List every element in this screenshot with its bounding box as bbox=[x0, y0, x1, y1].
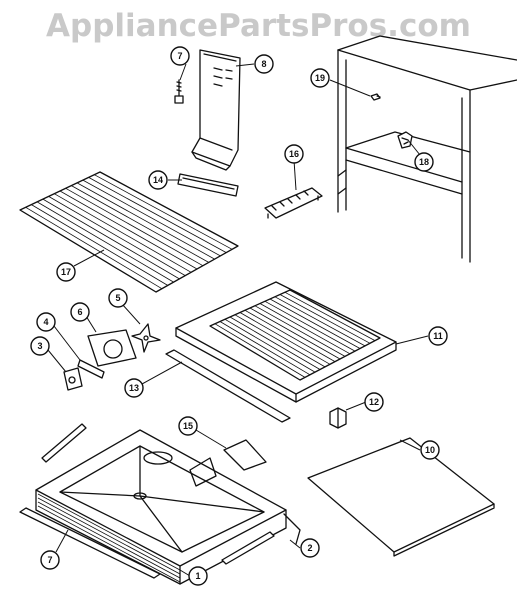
callout-19: 19 bbox=[310, 68, 330, 88]
svg-text:15: 15 bbox=[183, 421, 193, 431]
part-14-bar bbox=[177, 173, 239, 197]
svg-text:16: 16 bbox=[289, 149, 299, 159]
svg-text:11: 11 bbox=[433, 331, 443, 341]
part-12-clip bbox=[329, 407, 347, 429]
part-19-screw bbox=[370, 93, 381, 101]
cabinet-corner-illustration bbox=[337, 35, 517, 263]
svg-text:1: 1 bbox=[195, 571, 200, 581]
callout-13: 13 bbox=[124, 378, 144, 398]
callout-14: 14 bbox=[148, 170, 168, 190]
svg-text:4: 4 bbox=[43, 317, 48, 327]
part-13-trim-strip bbox=[165, 349, 291, 423]
callout-2: 2 bbox=[300, 538, 320, 558]
svg-text:3: 3 bbox=[37, 341, 42, 351]
callout-3: 3 bbox=[30, 336, 50, 356]
svg-text:18: 18 bbox=[419, 157, 429, 167]
svg-text:7: 7 bbox=[177, 51, 182, 61]
part-10-glass-shelf bbox=[307, 437, 495, 557]
callout-9: 7 bbox=[170, 46, 190, 66]
svg-text:14: 14 bbox=[153, 175, 163, 185]
svg-text:7: 7 bbox=[47, 555, 52, 565]
part-8-air-duct bbox=[191, 49, 241, 171]
part-1-freezer-floor bbox=[35, 429, 287, 585]
callout-18: 18 bbox=[414, 152, 434, 172]
callout-7: 7 bbox=[40, 550, 60, 570]
callout-16: 16 bbox=[284, 144, 304, 164]
part-6-fan-shroud bbox=[87, 329, 137, 367]
callout-4: 4 bbox=[36, 312, 56, 332]
svg-text:8: 8 bbox=[261, 59, 266, 69]
part-2-side-rail bbox=[221, 513, 301, 565]
part-4-bracket bbox=[77, 359, 105, 379]
watermark-text: AppliancePartsPros.com bbox=[46, 8, 471, 44]
callout-17: 17 bbox=[56, 262, 76, 282]
callout-8: 8 bbox=[254, 54, 274, 74]
leader-lines bbox=[47, 63, 429, 577]
part-17-wire-shelf bbox=[19, 171, 239, 293]
svg-text:6: 6 bbox=[77, 307, 82, 317]
svg-text:10: 10 bbox=[425, 445, 435, 455]
callout-1: 1 bbox=[188, 566, 208, 586]
callout-6: 6 bbox=[70, 302, 90, 322]
callout-15: 15 bbox=[178, 416, 198, 436]
callout-11: 11 bbox=[428, 326, 448, 346]
part-11-crisper-cover bbox=[175, 281, 397, 403]
part-9-screw bbox=[174, 79, 184, 104]
part-18-bracket bbox=[397, 131, 413, 149]
callout-10: 10 bbox=[420, 440, 440, 460]
svg-text:2: 2 bbox=[307, 543, 312, 553]
side-strip-left bbox=[41, 423, 87, 463]
part-16-ice-tray bbox=[264, 187, 323, 219]
svg-text:5: 5 bbox=[115, 293, 120, 303]
part-5-fan-blade bbox=[131, 323, 161, 353]
svg-text:17: 17 bbox=[61, 267, 71, 277]
callout-5: 5 bbox=[108, 288, 128, 308]
part-3-motor bbox=[63, 367, 83, 391]
part-7-front-strip bbox=[19, 507, 161, 579]
svg-text:13: 13 bbox=[129, 383, 139, 393]
svg-text:19: 19 bbox=[315, 73, 325, 83]
callout-12: 12 bbox=[364, 392, 384, 412]
part-15-flapper bbox=[223, 439, 267, 471]
svg-text:12: 12 bbox=[369, 397, 379, 407]
